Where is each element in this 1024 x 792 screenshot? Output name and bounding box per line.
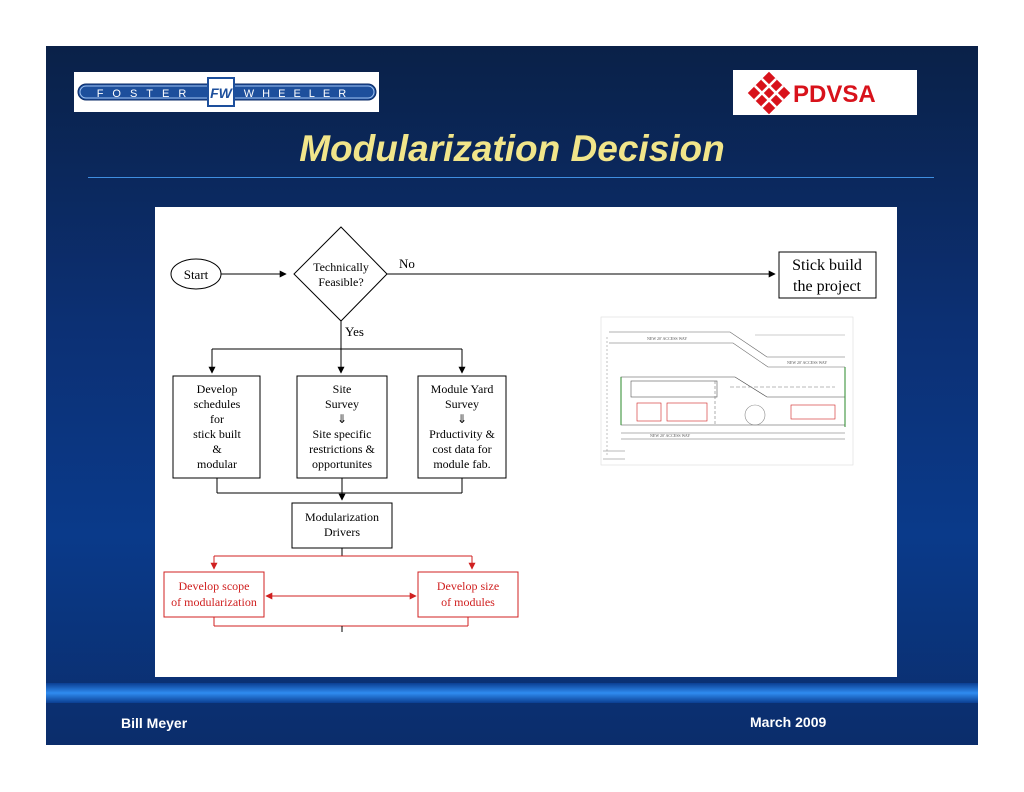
foster-wordmark: FOSTER: [97, 88, 196, 100]
site-survey-node: Site Survey ⇓ Site specific restrictions…: [296, 375, 388, 479]
develop-schedules-line-1: Develop: [197, 382, 238, 396]
develop-size-node: Develop size of modules: [417, 571, 519, 618]
develop-schedules-line-3: for: [210, 412, 224, 426]
site-survey-line-4: Site specific: [313, 427, 372, 441]
yes-label: Yes: [345, 324, 364, 339]
site-survey-line-6: opportunites: [312, 457, 372, 471]
scope-line-2: of modularization: [171, 595, 257, 609]
module-yard-line-3: ⇓: [457, 412, 467, 426]
drivers-line-1: Modularization: [305, 510, 379, 524]
site-survey-line-1: Site: [333, 382, 352, 396]
develop-scope-node: Develop scope of modularization: [163, 571, 265, 618]
module-yard-line-5: cost data for: [432, 442, 491, 456]
develop-schedules-line-5: &: [212, 442, 222, 456]
no-label: No: [399, 256, 415, 271]
fw-emblem: FW: [210, 85, 234, 101]
foster-wheeler-logo: FOSTER FW WHEELER: [74, 72, 379, 112]
site-survey-line-2: Survey: [325, 397, 359, 411]
stick-build-line-1: Stick build: [792, 257, 862, 274]
content-panel: Start Technically Feasible? No Stick bui…: [155, 207, 897, 677]
site-plan-label-1: NEW 20' ACCESS WAY: [647, 336, 687, 341]
decision-line-2: Feasible?: [318, 275, 363, 289]
pdvsa-emblem-icon: [747, 71, 791, 115]
start-label: Start: [184, 267, 209, 282]
pdvsa-logo: PDVSA: [733, 70, 917, 115]
size-line-1: Develop size: [437, 579, 499, 593]
modularization-drivers-node: Modularization Drivers: [291, 502, 393, 549]
title-divider: [88, 177, 934, 178]
module-yard-line-2: Survey: [445, 397, 479, 411]
technically-feasible-decision: Technically Feasible?: [293, 226, 388, 322]
module-yard-line-6: module fab.: [433, 457, 490, 471]
slide-title: Modularization Decision: [299, 128, 725, 169]
develop-schedules-node: Develop schedules for stick built & modu…: [172, 375, 261, 479]
decision-line-1: Technically: [313, 260, 369, 274]
pdvsa-wordmark: PDVSA: [793, 81, 876, 108]
size-line-2: of modules: [441, 595, 495, 609]
start-node: Start: [170, 258, 222, 290]
presentation-date: March 2009: [750, 714, 827, 730]
module-yard-survey-node: Module Yard Survey ⇓ Prductivity & cost …: [417, 375, 507, 479]
develop-schedules-line-6: modular: [197, 457, 237, 471]
author-name: Bill Meyer: [121, 715, 188, 731]
scope-line-1: Develop scope: [179, 579, 250, 593]
site-survey-line-5: restrictions &: [309, 442, 375, 456]
site-survey-line-3: ⇓: [337, 412, 347, 426]
stick-build-line-2: the project: [793, 278, 862, 295]
develop-schedules-line-2: schedules: [194, 397, 241, 411]
module-yard-line-1: Module Yard: [431, 382, 494, 396]
wheeler-wordmark: WHEELER: [244, 88, 354, 100]
drivers-line-2: Drivers: [324, 525, 360, 539]
footer-band: [46, 683, 978, 703]
site-plan-label-3: NEW 20' ACCESS WAY: [650, 433, 690, 438]
site-plan-label-2: NEW 20' ACCESS WAY: [787, 360, 827, 365]
module-yard-line-4: Prductivity &: [429, 427, 495, 441]
site-plan-drawing: [600, 316, 854, 466]
develop-schedules-line-4: stick built: [193, 427, 241, 441]
stick-build-node: Stick build the project: [778, 251, 877, 299]
